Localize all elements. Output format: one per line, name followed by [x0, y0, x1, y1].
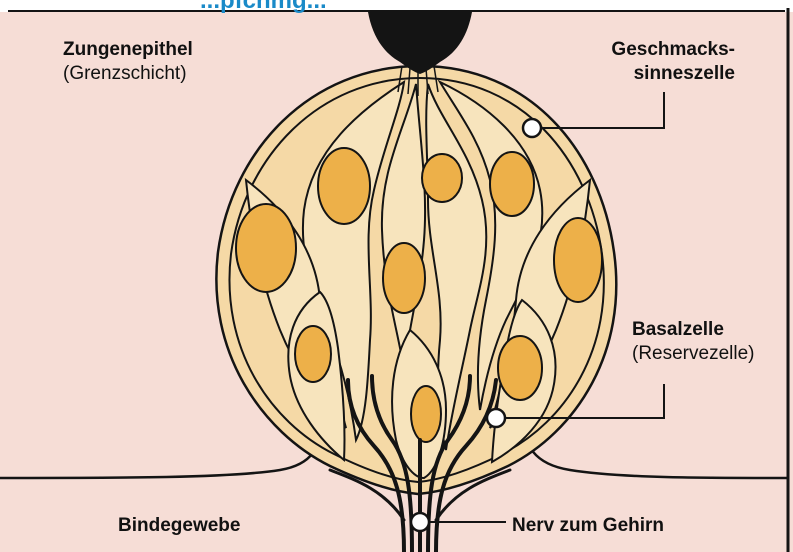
header-title-fragment: ...pfchmg... — [200, 0, 327, 15]
nucleus — [318, 148, 370, 224]
taste-cell-line2: sinneszelle — [611, 62, 735, 86]
nucleus — [411, 386, 441, 442]
nucleus — [422, 154, 462, 202]
epithelium-subtitle: (Grenzschicht) — [63, 62, 193, 86]
basal-cell-marker — [487, 409, 505, 427]
connective-tissue-label: Bindegewebe — [118, 514, 240, 538]
basal-cell-subtitle: (Reservezelle) — [632, 342, 754, 366]
nucleus — [490, 152, 534, 216]
epithelium-label: Zungenepithel (Grenzschicht) — [63, 38, 193, 86]
basal-cell-title: Basalzelle — [632, 318, 754, 342]
nerve-marker — [411, 513, 429, 531]
nerve-title: Nerv zum Gehirn — [512, 514, 664, 538]
nucleus — [236, 204, 296, 292]
nucleus — [295, 326, 331, 382]
epithelium-title: Zungenepithel — [63, 38, 193, 62]
connective-tissue-title: Bindegewebe — [118, 514, 240, 538]
nucleus — [498, 336, 542, 400]
taste-cell-marker — [523, 119, 541, 137]
taste-cell-line1: Geschmacks- — [611, 38, 735, 62]
nerve-label: Nerv zum Gehirn — [512, 514, 664, 538]
nucleus — [383, 243, 425, 313]
taste-cell-label: Geschmacks- sinneszelle — [611, 38, 735, 86]
basal-cell-label: Basalzelle (Reservezelle) — [632, 318, 754, 366]
nucleus — [554, 218, 602, 302]
